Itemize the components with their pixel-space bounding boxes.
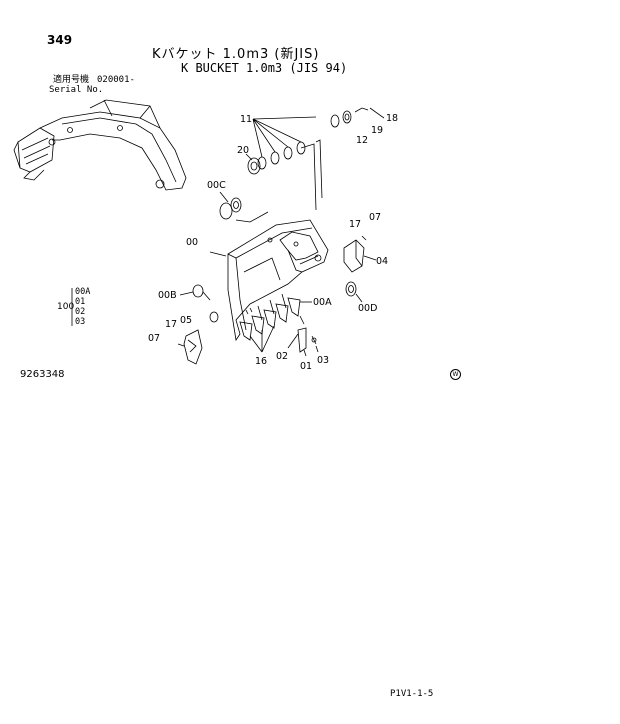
page-title-english: K BUCKET 1.0m3 (JIS 94) [181, 61, 348, 75]
callout-17-left: 17 [165, 319, 177, 330]
pin-set [252, 116, 323, 211]
page-number: 349 [47, 33, 73, 47]
quantity-parts-list: 00A 01 02 03 [75, 287, 90, 327]
callout-18: 18 [386, 113, 398, 124]
ring-part-20 [245, 153, 261, 175]
callout-05: 05 [180, 315, 192, 326]
callout-07-right: 07 [369, 212, 381, 223]
circle-mark: W [450, 369, 461, 380]
bucket-body [209, 219, 329, 342]
leader-lines-16 [249, 325, 275, 353]
serial-value: 020001- [97, 75, 135, 85]
callout-12: 12 [356, 135, 368, 146]
quantity-part: 01 [75, 297, 86, 307]
drawing-number: 9263348 [20, 369, 65, 380]
bushing-parts [330, 107, 385, 128]
callout-07-left: 07 [148, 333, 160, 344]
callout-02: 02 [276, 351, 288, 362]
quantity-part: 00A [75, 287, 91, 297]
ring-part-00B [179, 284, 219, 323]
bucket-teeth [239, 293, 312, 341]
side-cutter-05 [177, 329, 203, 365]
side-cutter-04 [343, 235, 377, 273]
quantity-part: 03 [75, 317, 86, 327]
callout-19: 19 [371, 125, 383, 136]
serial-label-english: Serial No. [49, 85, 104, 95]
serial-label-japanese: 適用号機 [53, 75, 90, 85]
callout-04: 04 [376, 256, 388, 267]
ring-part-00C [219, 191, 269, 223]
callout-00: 00 [186, 237, 198, 248]
quantity-number: 100 [57, 302, 75, 312]
callout-00B: 00B [158, 290, 177, 301]
callout-17-right: 17 [349, 219, 361, 230]
callout-01: 01 [300, 361, 312, 372]
page-title-japanese: Kバケット 1.0m3 (新JIS) [152, 47, 320, 62]
callout-11: 11 [240, 114, 252, 125]
callout-00A: 00A [313, 297, 332, 308]
callout-00D: 00D [358, 303, 377, 314]
tooth-pin-parts [287, 315, 319, 357]
callout-20: 20 [237, 145, 249, 156]
page-code: P1V1-1-5 [390, 689, 434, 699]
callout-16: 16 [255, 356, 267, 367]
quantity-part: 02 [75, 307, 86, 317]
ring-part-00D [345, 281, 363, 303]
callout-00C: 00C [207, 180, 226, 191]
excavator-arm-thumbnail [13, 99, 187, 191]
callout-03: 03 [317, 355, 329, 366]
